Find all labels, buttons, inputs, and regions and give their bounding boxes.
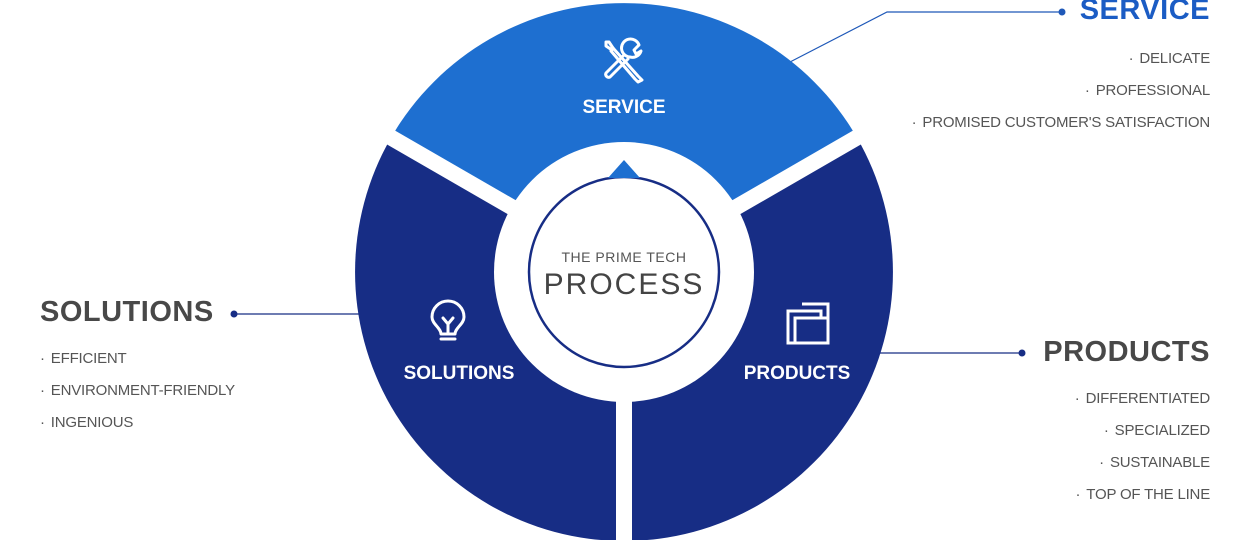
list-item: ·EFFICIENT — [40, 350, 127, 367]
center-title: PROCESS — [544, 268, 705, 301]
bullet: · — [1103, 422, 1109, 439]
bullet: · — [1084, 82, 1090, 99]
service-panel-title: SERVICE — [1079, 0, 1210, 26]
stacked-squares-icon — [786, 302, 830, 345]
bullet: · — [1074, 390, 1080, 407]
wrench-screwdriver-icon — [604, 37, 644, 84]
solutions-panel-title: SOLUTIONS — [40, 296, 214, 328]
list-item: ·INGENIOUS — [40, 414, 134, 431]
products-feature-list: ·DIFFERENTIATED ·SPECIALIZED ·SUSTAINABL… — [1075, 383, 1210, 511]
products-connector-dot — [1018, 349, 1026, 357]
list-item: ·SUSTAINABLE — [1099, 454, 1210, 471]
service-feature-list: ·DELICATE ·PROFESSIONAL ·PROMISED CUSTOM… — [911, 43, 1211, 139]
list-item: ·PROFESSIONAL — [1084, 82, 1210, 99]
products-panel-title: PRODUCTS — [1043, 336, 1210, 368]
bullet: · — [40, 382, 45, 399]
bullet: · — [40, 350, 45, 367]
list-item: ·TOP OF THE LINE — [1075, 486, 1211, 503]
solutions-feature-list: ·EFFICIENT ·ENVIRONMENT-FRIENDLY ·INGENI… — [40, 343, 235, 439]
service-connector-dot — [1058, 8, 1066, 16]
service-segment-label: SERVICE — [582, 97, 665, 118]
connector-lines — [230, 8, 1066, 357]
list-item: ·SPECIALIZED — [1103, 422, 1210, 439]
service-connector — [789, 11, 1062, 63]
lightbulb-icon — [430, 299, 466, 341]
products-segment-label: PRODUCTS — [744, 363, 851, 384]
bullet: · — [1075, 486, 1081, 503]
bullet: · — [40, 414, 45, 431]
bullet: · — [1128, 50, 1134, 67]
list-item: ·DIFFERENTIATED — [1074, 390, 1210, 407]
bullet: · — [911, 114, 917, 131]
center-subtitle: THE PRIME TECH — [562, 249, 687, 265]
service-segment[interactable] — [391, 3, 857, 273]
list-item: ·ENVIRONMENT-FRIENDLY — [40, 382, 235, 399]
list-item: ·PROMISED CUSTOMER'S SATISFACTION — [911, 114, 1211, 131]
bullet: · — [1099, 454, 1104, 471]
center-pointer-triangle — [608, 160, 640, 178]
solutions-segment-label: SOLUTIONS — [404, 363, 515, 384]
solutions-connector-dot — [230, 310, 238, 318]
list-item: ·DELICATE — [1128, 50, 1211, 67]
